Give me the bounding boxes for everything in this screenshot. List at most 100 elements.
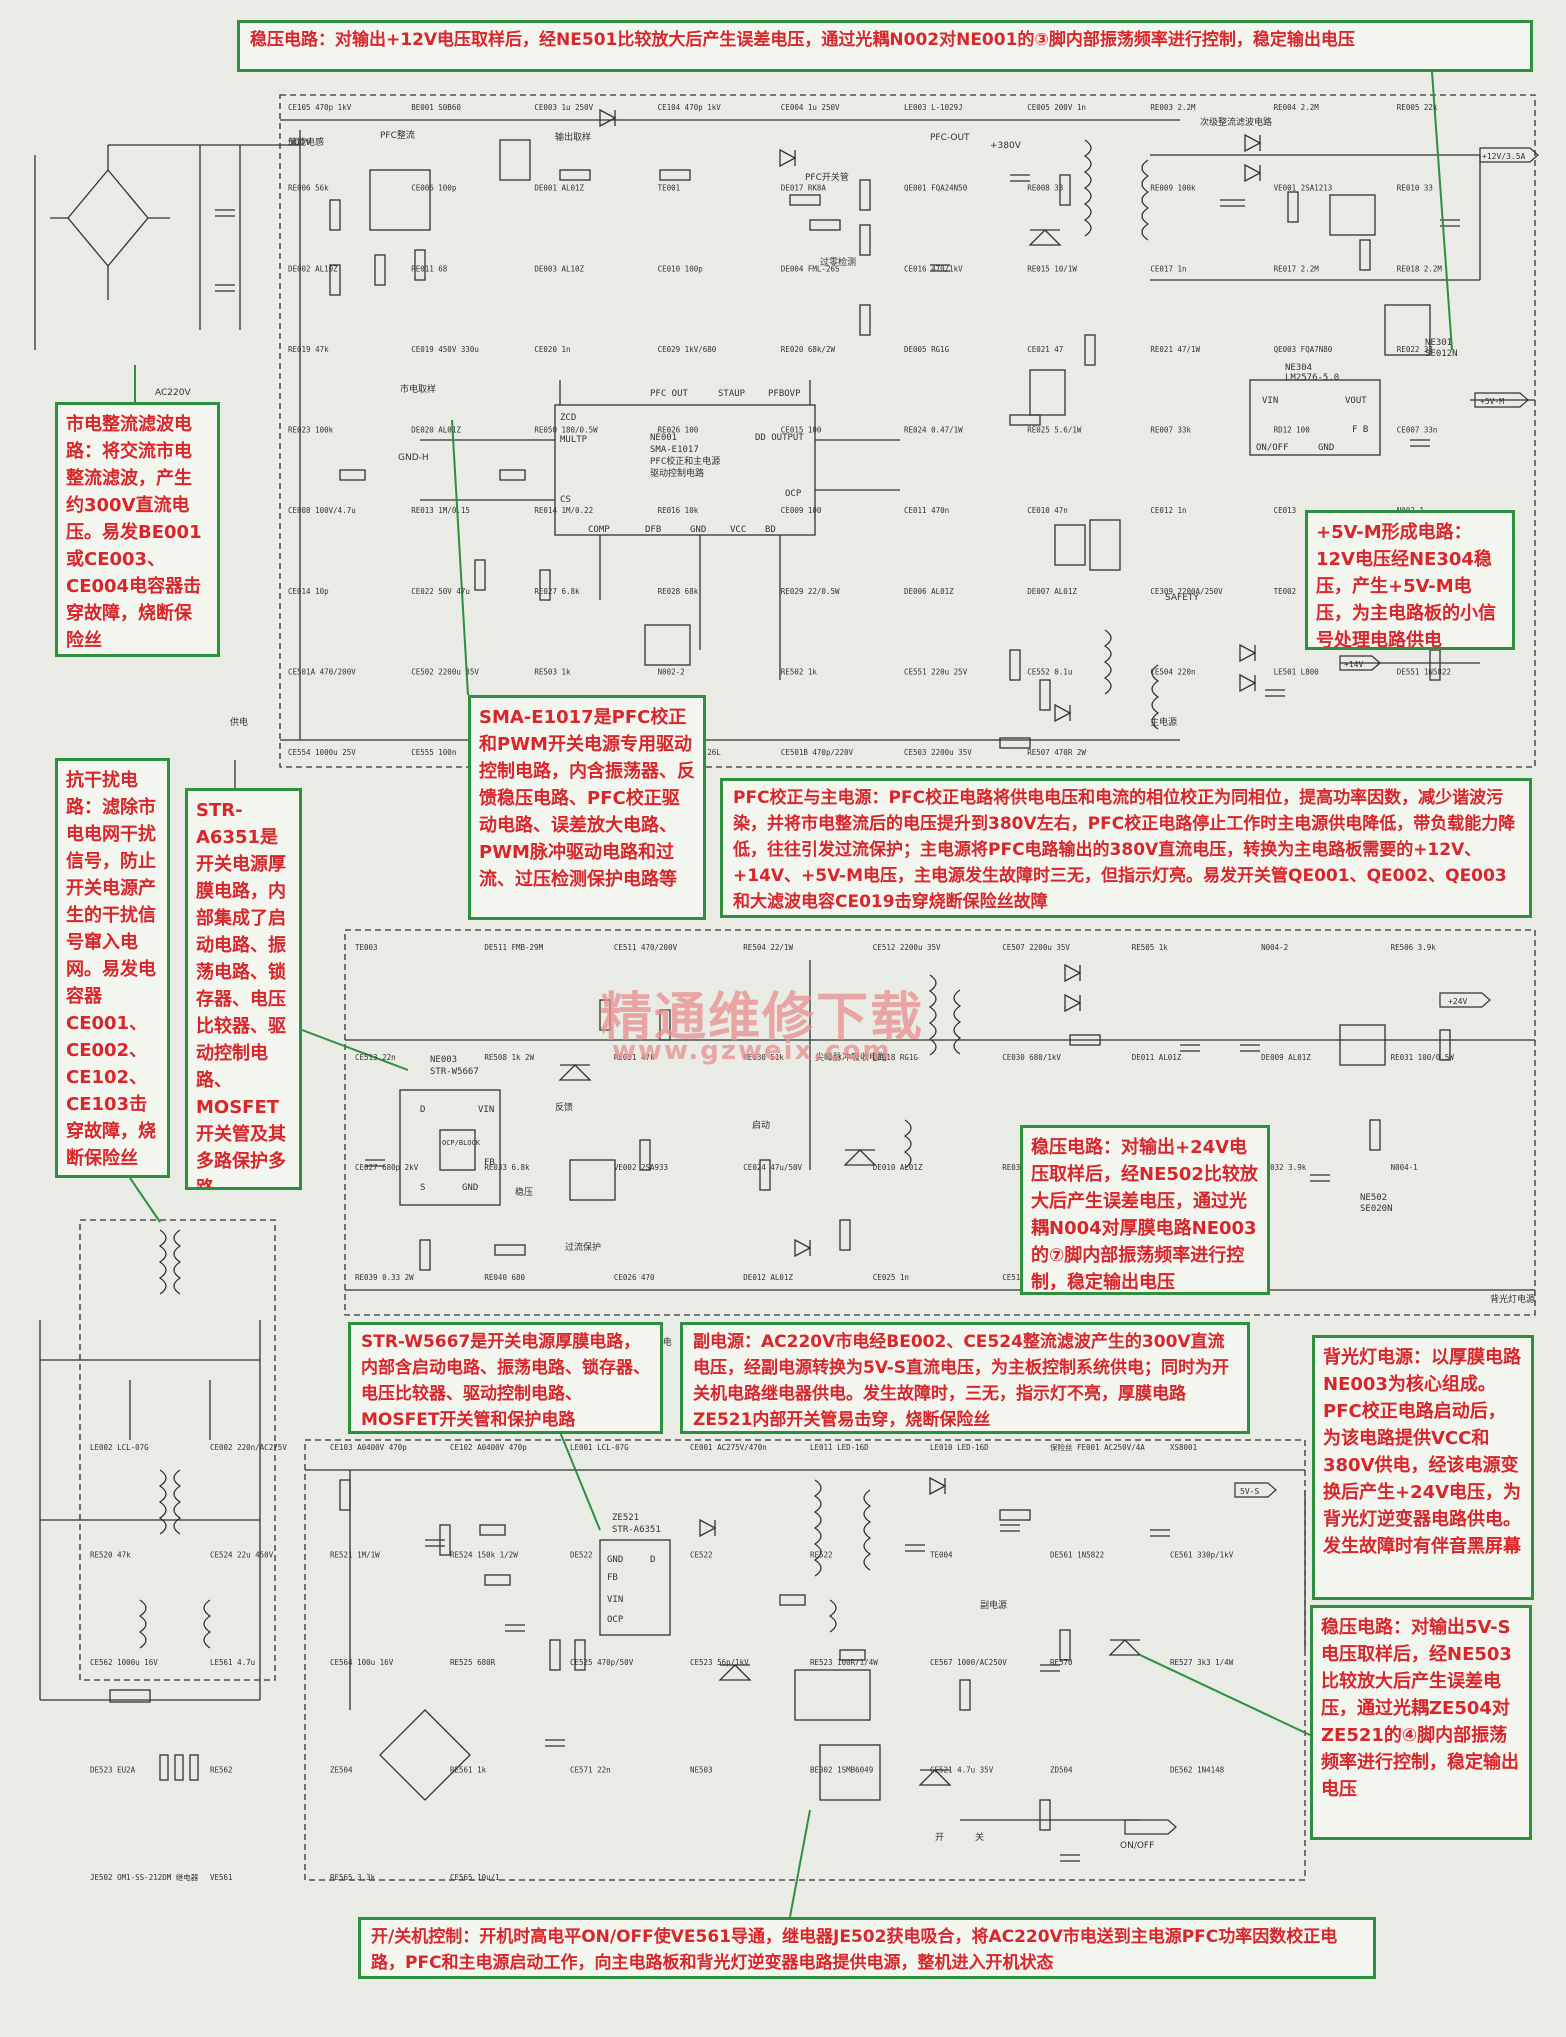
part-annotation: CE025 1n bbox=[873, 1273, 909, 1282]
part-annotation: RE525 680R bbox=[450, 1658, 496, 1667]
part-annotation: RE040 680 bbox=[484, 1273, 525, 1282]
part-annotation: CE552 0.1u bbox=[1027, 667, 1072, 676]
part-annotation: RE032 3.9k bbox=[1261, 1163, 1307, 1172]
ne301-name: NE301 bbox=[1425, 338, 1452, 348]
schematic-label: 开 bbox=[935, 1832, 944, 1843]
schematic-label: SAFETY bbox=[1165, 593, 1199, 603]
part-annotation: NE503 bbox=[690, 1766, 713, 1775]
part-annotation: RE031 100/0.5W bbox=[1391, 1053, 1455, 1062]
schematic-label: 副电源 bbox=[980, 1599, 1007, 1611]
pointer-str-a6351 bbox=[301, 1029, 409, 1071]
part-annotation: CE309 2200A/250V bbox=[1150, 587, 1223, 596]
part-annotation: CE512 2200u 35V bbox=[873, 943, 941, 952]
part-annotation: CE501A 470/200V bbox=[288, 667, 356, 676]
part-annotation: N002-2 bbox=[658, 667, 685, 676]
ze521-chip-body bbox=[599, 1539, 671, 1636]
part-annotation: CE567 1000/AC250V bbox=[930, 1658, 1007, 1667]
watermark-url: www.gzweix.com bbox=[612, 1036, 892, 1066]
ne001-pin-bd: BD bbox=[765, 525, 776, 535]
part-annotation: RE527 3k3 1/4W bbox=[1170, 1658, 1234, 1667]
schematic-label: 次级整流滤波电路 bbox=[1200, 116, 1272, 128]
part-annotation: CE007 33n bbox=[1397, 426, 1438, 435]
part-annotation: RE029 22/0.5W bbox=[781, 587, 840, 596]
main-power-section bbox=[279, 94, 1536, 768]
callout-onoff: 开/关机控制：开机时高电平ON/OFF使VE561导通，继电器JE502获电吸合… bbox=[358, 1917, 1376, 1979]
part-annotation: CE551 220u 25V bbox=[904, 667, 968, 676]
part-annotation: RE039 0.33 2W bbox=[355, 1273, 414, 1282]
ne003-pin-vin: VIN bbox=[478, 1105, 494, 1115]
part-annotation: CE001 AC275V/470n bbox=[690, 1443, 767, 1452]
ne001-pin-pfcout: PFC OUT bbox=[650, 389, 689, 399]
part-annotation: RE520 47k bbox=[90, 1551, 131, 1560]
ze521-pin-fb: FB bbox=[607, 1573, 618, 1583]
ne502-name: NE502 bbox=[1360, 1193, 1387, 1203]
part-annotation: CE016 470/1kV bbox=[904, 264, 963, 273]
part-annotation: CE507 2200u 35V bbox=[1002, 943, 1070, 952]
part-annotation: RE026 100 bbox=[658, 426, 699, 435]
part-annotation: CE504 220n bbox=[1150, 667, 1195, 676]
ne001-desc1: PFC校正和主电源 bbox=[650, 455, 720, 467]
ne304-name: NE304 bbox=[1285, 363, 1312, 373]
part-annotation: RE570 bbox=[1050, 1658, 1073, 1667]
part-annotation: RE013 1M/0.15 bbox=[411, 506, 470, 515]
part-annotation: LE001 LCL-07G bbox=[570, 1443, 629, 1452]
part-annotation: DE007 AL01Z bbox=[1027, 587, 1077, 596]
part-annotation: DE006 AL01Z bbox=[904, 587, 954, 596]
callout-standby-text: 副电源：AC220V市电经BE002、CE524整流滤波产生的300V直流电压，… bbox=[693, 1332, 1230, 1430]
standby-power-section bbox=[304, 1439, 1306, 1881]
rail-5vm: +5V-M bbox=[1480, 397, 1504, 406]
part-annotation: CE523 56p/1kV bbox=[690, 1658, 749, 1667]
part-annotation: CE501B 470p/220V bbox=[781, 748, 854, 757]
part-annotation: RE565 3.3k bbox=[330, 1873, 376, 1882]
part-annotation: CE010 100p bbox=[658, 264, 704, 273]
part-annotation: DE003 AL10Z bbox=[534, 264, 584, 273]
part-annotation: CE102 A0400V 470p bbox=[450, 1443, 527, 1452]
relay-je502 bbox=[819, 1744, 881, 1801]
ne003-pin-d: D bbox=[420, 1105, 425, 1115]
ne001-desc2: 驱动控制电路 bbox=[650, 467, 704, 479]
part-annotation: CE105 470p 1kV bbox=[288, 103, 352, 112]
part-annotation: CE019 450V 330u bbox=[411, 345, 479, 354]
part-annotation: RE020 68k/2W bbox=[781, 345, 836, 354]
part-annotation: RE014 1M/0.22 bbox=[534, 506, 593, 515]
part-annotation: LE501 L800 bbox=[1274, 667, 1320, 676]
part-annotation: CE522 bbox=[690, 1551, 713, 1560]
part-annotation: DE010 AL01Z bbox=[873, 1163, 923, 1172]
part-annotation: RE050 180/0.5W bbox=[534, 426, 598, 435]
part-annotation: RE562 bbox=[210, 1766, 233, 1775]
ne001-pin-dfb: DFB bbox=[645, 525, 661, 535]
ze521-part: STR-A6351 bbox=[612, 1525, 661, 1535]
part-annotation: RE009 100k bbox=[1150, 184, 1196, 193]
part-annotation: DE018 RG1G bbox=[873, 1053, 919, 1062]
ne003-pin-ocp: OCP/BLOCK bbox=[442, 1139, 481, 1147]
part-annotation: TE002 bbox=[1274, 587, 1297, 596]
mosfet-qe003 bbox=[1029, 369, 1066, 416]
part-annotation: QE003 FQA7N80 bbox=[1274, 345, 1333, 354]
part-annotation: RE008 33 bbox=[1027, 184, 1063, 193]
part-annotation: CE017 1n bbox=[1150, 264, 1186, 273]
ze521-pin-d: D bbox=[650, 1555, 655, 1565]
part-annotation: CE564 100u 16V bbox=[330, 1658, 394, 1667]
part-annotation: DE002 AL10Z bbox=[288, 264, 338, 273]
callout-mains-rectifier-text: 市电整流滤波电路：将交流市电整流滤波，产生约300V直流电压。易发BE001或C… bbox=[66, 414, 202, 651]
part-annotation: CE012 1n bbox=[1150, 506, 1186, 515]
ne304-pin-vin: VIN bbox=[1262, 396, 1278, 406]
callout-plus5m-text: +5V-M形成电路：12V电压经NE304稳压，产生+5V-M电压，为主电路板的… bbox=[1316, 522, 1496, 650]
part-annotation: CE002 220n/AC275V bbox=[210, 1443, 287, 1452]
part-annotation: CE015 100 bbox=[781, 426, 822, 435]
part-annotation: RE504 22/1W bbox=[743, 943, 793, 952]
part-annotation: RE523 100R/1/4W bbox=[810, 1658, 878, 1667]
schematic-label: 供电 bbox=[230, 716, 248, 728]
part-annotation: CE014 10p bbox=[288, 587, 329, 596]
ne003-pin-gnd: GND bbox=[462, 1183, 478, 1193]
part-annotation: CE026 470 bbox=[614, 1273, 655, 1282]
part-annotation: RE503 1k bbox=[534, 667, 571, 676]
schematic-label: 稳压 bbox=[515, 1186, 533, 1198]
part-annotation: CE009 100 bbox=[781, 506, 822, 515]
callout-str-a6351: STR-A6351是开关电源厚膜电路，内部集成了启动电路、振荡电路、锁存器、电压… bbox=[185, 788, 302, 1190]
pointer-onoff bbox=[789, 1809, 811, 1918]
callout-backlight-text: 背光灯电源：以厚膜电路NE003为核心组成。PFC校正电路启动后，为该电路提供V… bbox=[1323, 1347, 1522, 1557]
part-annotation: ZE504 bbox=[330, 1766, 353, 1775]
part-annotation: RE018 2.2M bbox=[1397, 264, 1443, 273]
pointer-5vs bbox=[1139, 1654, 1311, 1736]
